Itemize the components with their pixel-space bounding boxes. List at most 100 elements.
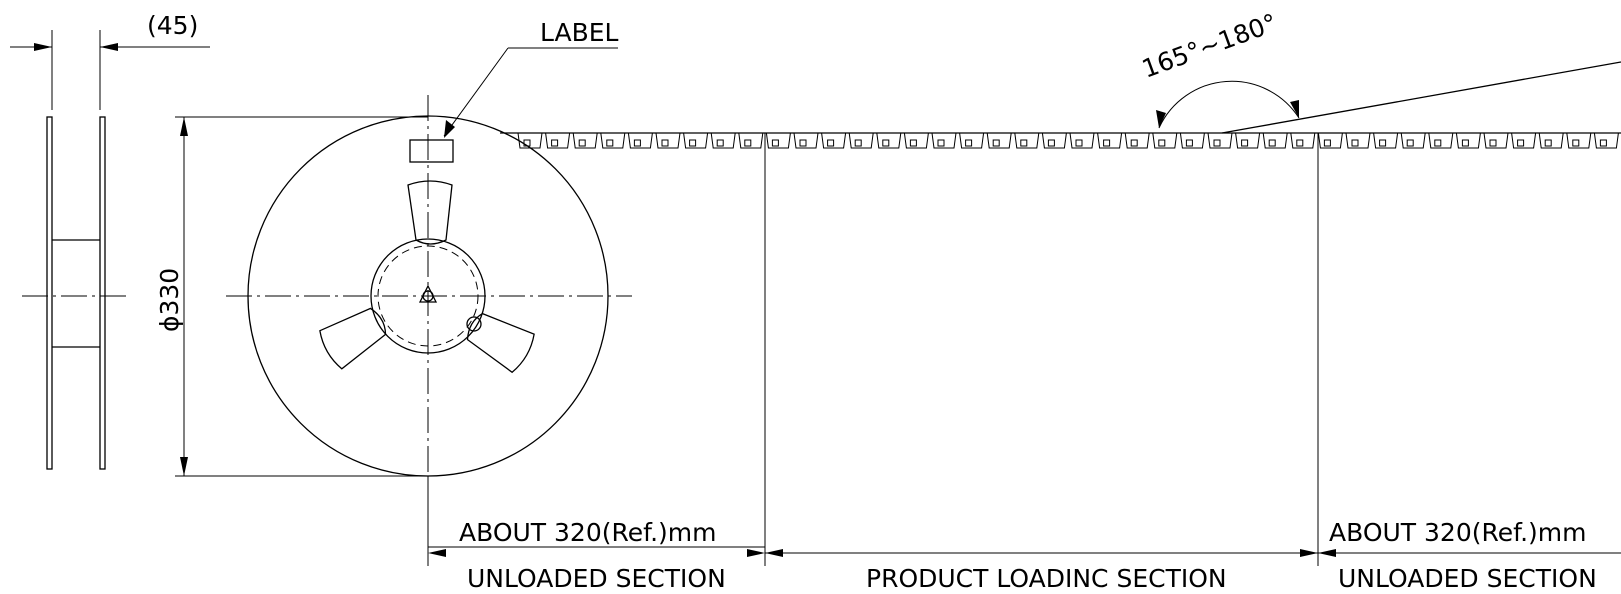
tape-pocket (1179, 132, 1205, 149)
dim-arrow-5 (1318, 549, 1336, 557)
pocket-component (771, 139, 779, 147)
reel-window-left (319, 307, 387, 370)
tape-pocket (931, 132, 957, 149)
pocket-component (1461, 139, 1469, 147)
pocket-component (882, 139, 890, 147)
pocket-component (1185, 139, 1193, 147)
label-callout: LABEL (540, 18, 619, 47)
tape-pocket (1566, 132, 1592, 149)
reel-side-flange-left (46, 116, 53, 470)
pocket-component (1544, 139, 1552, 147)
tape-pocket (876, 132, 902, 149)
pocket-component (1047, 139, 1055, 147)
tape-pocket (765, 132, 791, 149)
pocket-component (689, 139, 697, 147)
pocket-component (827, 139, 835, 147)
reel-tape-slot (466, 316, 482, 332)
pocket-component (1599, 139, 1607, 147)
tape-pocket (986, 132, 1012, 149)
tape-pocket (1511, 132, 1537, 149)
pocket-component (992, 139, 1000, 147)
carrier-tape: 165°~180° (500, 8, 1621, 149)
pocket-component (854, 139, 862, 147)
reel-window-right (466, 312, 535, 374)
pocket-component (965, 139, 973, 147)
tape-pocket (1097, 132, 1123, 149)
peel-angle-arrow-left (1156, 110, 1166, 128)
tape-pockets (517, 132, 1619, 149)
diameter-label: ϕ330 (155, 268, 184, 332)
tape-pocket (1373, 132, 1399, 149)
pocket-component (551, 139, 559, 147)
tape-pocket (710, 132, 736, 149)
tape-pocket (1014, 132, 1040, 149)
reel-window-top (407, 180, 453, 245)
tape-pocket (600, 132, 626, 149)
tape-pocket (1483, 132, 1509, 149)
pocket-component (909, 139, 917, 147)
tape-pocket (627, 132, 653, 149)
left-length-label: ABOUT 320(Ref.)mm (459, 518, 717, 547)
tape-pocket (1428, 132, 1454, 149)
tape-pocket (1290, 132, 1316, 149)
diameter-arrow-top (180, 117, 188, 136)
tape-pocket (1345, 132, 1371, 149)
tape-pocket (1207, 132, 1233, 149)
left-section-label: UNLOADED SECTION (467, 564, 726, 593)
tape-pocket (572, 132, 598, 149)
pocket-component (578, 139, 586, 147)
tape-pocket (655, 132, 681, 149)
middle-section-label: PRODUCT LOADINC SECTION (866, 564, 1227, 593)
tape-pocket (1041, 132, 1067, 149)
tape-pocket (517, 132, 543, 149)
dim-arrow-3 (765, 549, 783, 557)
pocket-component (633, 139, 641, 147)
pocket-component (606, 139, 614, 147)
width-arrow-left (34, 43, 52, 51)
tape-pocket (1124, 132, 1150, 149)
pocket-component (1379, 139, 1387, 147)
tape-pocket (793, 132, 819, 149)
pocket-component (1296, 139, 1304, 147)
tape-pocket (683, 132, 709, 149)
right-length-label: ABOUT 320(Ref.)mm (1329, 518, 1587, 547)
reel-side-flange-right (99, 116, 106, 470)
peel-angle-arc (1158, 80, 1300, 129)
cover-tape-line (1221, 61, 1621, 134)
tape-pocket (1400, 132, 1426, 149)
pocket-component (1489, 139, 1497, 147)
pocket-component (1130, 139, 1138, 147)
label-leader-arrow (444, 120, 455, 138)
pocket-component (1241, 139, 1249, 147)
tape-pocket (738, 132, 764, 149)
dim-arrow-1 (428, 549, 446, 557)
pocket-component (523, 139, 531, 147)
tape-pocket (1262, 132, 1288, 149)
tape-pocket (1152, 132, 1178, 149)
side-width-label: (45) (147, 11, 198, 40)
tape-pocket (1593, 132, 1619, 149)
pocket-component (1158, 139, 1166, 147)
pocket-component (1075, 139, 1083, 147)
tape-pocket (1069, 132, 1095, 149)
pocket-component (1213, 139, 1221, 147)
pocket-component (937, 139, 945, 147)
diameter-arrow-bottom (180, 457, 188, 476)
reel-label-box (409, 139, 454, 163)
pocket-component (1572, 139, 1580, 147)
reel-side-view: (45) (10, 11, 210, 470)
pocket-component (1434, 139, 1442, 147)
pocket-component (1323, 139, 1331, 147)
pocket-component (1020, 139, 1028, 147)
tape-pocket (1317, 132, 1343, 149)
width-arrow-right (100, 43, 118, 51)
tape-pocket (959, 132, 985, 149)
label-leader-line (443, 47, 509, 137)
reel-front-view: LABEL ϕ330 (155, 18, 632, 502)
pocket-component (1103, 139, 1111, 147)
tape-pocket (821, 132, 847, 149)
section-dimensions: ABOUT 320(Ref.)mm ABOUT 320(Ref.)mm UNLO… (427, 133, 1621, 593)
pocket-component (661, 139, 669, 147)
tape-pocket (545, 132, 571, 149)
